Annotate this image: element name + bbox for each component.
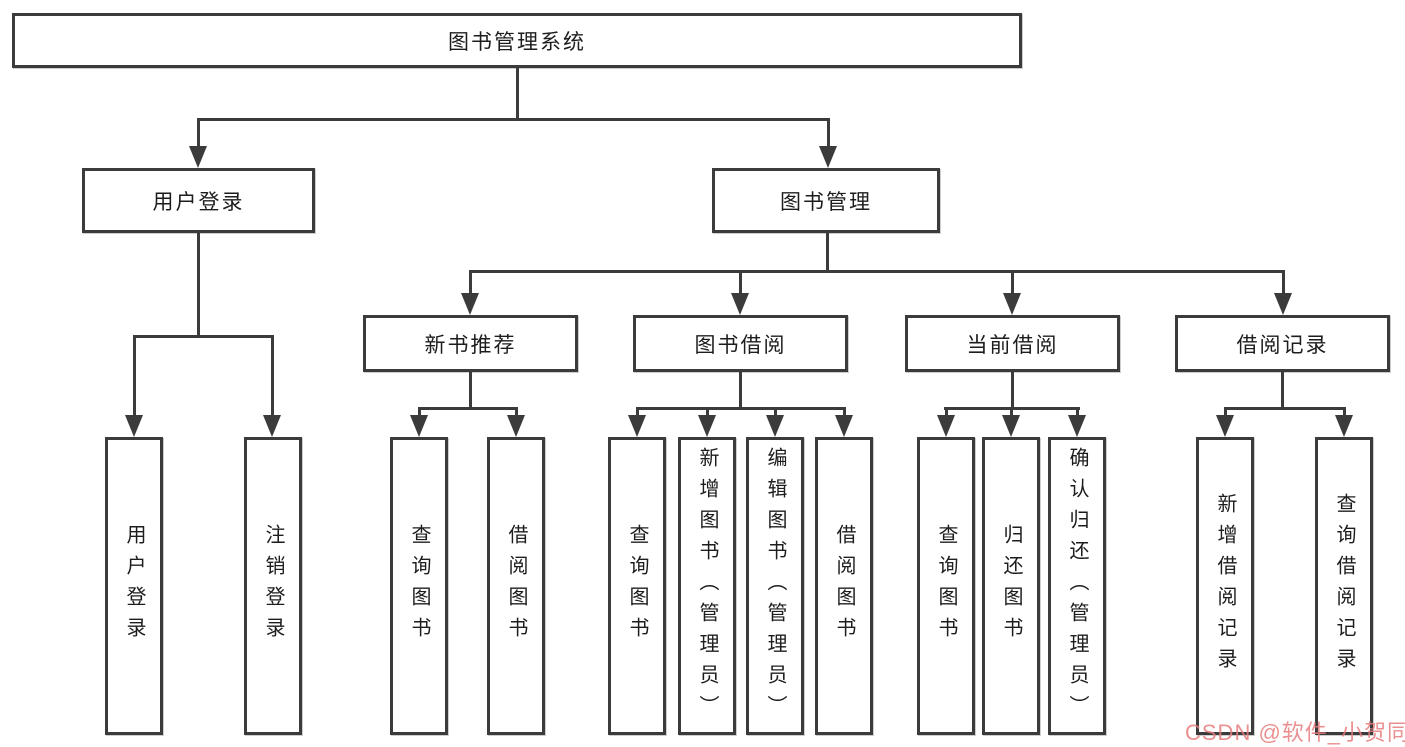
- leaf-add-books-admin: 新增图书（管理员）: [678, 437, 736, 735]
- leaf-edit-books-admin: 编辑图书（管理员）: [746, 437, 804, 735]
- connector-line: [197, 118, 830, 121]
- arrow-down-icon: [1002, 415, 1020, 437]
- leaf-borrow-books: 借阅图书: [487, 437, 545, 735]
- arrow-down-icon: [628, 415, 646, 437]
- arrow-down-icon: [1068, 415, 1086, 437]
- arrow-down-icon: [461, 293, 479, 315]
- connector-line: [636, 407, 639, 419]
- connector-line: [843, 407, 846, 419]
- node-book-borrowing: 图书借阅: [633, 315, 848, 372]
- arrow-down-icon: [835, 415, 853, 437]
- node-current-borrowing: 当前借阅: [905, 315, 1120, 372]
- connector-line: [636, 407, 846, 410]
- connector-line: [418, 407, 517, 410]
- connector-line: [1224, 407, 1345, 410]
- leaf-return-books: 归还图书: [982, 437, 1040, 735]
- arrow-down-icon: [1335, 415, 1353, 437]
- connector-line: [1076, 407, 1079, 419]
- arrow-down-icon: [698, 415, 716, 437]
- arrow-down-icon: [1003, 293, 1021, 315]
- connector-line: [469, 270, 1284, 273]
- connector-line: [1224, 407, 1227, 419]
- connector-line: [197, 233, 200, 335]
- leaf-user-login: 用户登录: [105, 437, 163, 735]
- connector-line: [945, 407, 948, 419]
- node-book-management: 图书管理: [712, 168, 940, 233]
- connector-line: [1010, 407, 1013, 419]
- connector-line: [827, 118, 830, 150]
- arrow-down-icon: [125, 415, 143, 437]
- connector-line: [133, 335, 136, 415]
- connector-line: [1282, 270, 1285, 295]
- arrow-down-icon: [1274, 293, 1292, 315]
- csdn-watermark: CSDN @软件_小贺同学: [1185, 720, 1405, 745]
- connector-line: [706, 407, 709, 419]
- connector-line: [469, 270, 472, 295]
- node-new-book-recommend: 新书推荐: [363, 315, 578, 372]
- node-library-management-system: 图书管理系统: [12, 13, 1022, 68]
- arrow-down-icon: [819, 146, 837, 168]
- connector-line: [516, 68, 519, 118]
- connector-line: [469, 372, 472, 407]
- node-borrowing-records: 借阅记录: [1175, 315, 1390, 372]
- arrow-down-icon: [507, 415, 525, 437]
- arrow-down-icon: [263, 415, 281, 437]
- leaf-query-books: 查询图书: [917, 437, 975, 735]
- connector-line: [515, 407, 518, 419]
- leaf-logout: 注销登录: [244, 437, 302, 735]
- connector-line: [739, 372, 742, 407]
- connector-line: [271, 335, 274, 415]
- connector-line: [1281, 372, 1284, 407]
- arrow-down-icon: [731, 293, 749, 315]
- leaf-query-books: 查询图书: [608, 437, 666, 735]
- connector-line: [826, 233, 829, 270]
- arrow-down-icon: [189, 146, 207, 168]
- leaf-add-borrow-record: 新增借阅记录: [1196, 437, 1254, 735]
- arrow-down-icon: [937, 415, 955, 437]
- connector-line: [197, 118, 200, 150]
- leaf-query-books: 查询图书: [390, 437, 448, 735]
- connector-line: [1011, 372, 1014, 407]
- arrow-down-icon: [1216, 415, 1234, 437]
- arrow-down-icon: [410, 415, 428, 437]
- connector-line: [1011, 270, 1014, 295]
- arrow-down-icon: [766, 415, 784, 437]
- leaf-borrow-books: 借阅图书: [815, 437, 873, 735]
- connector-line: [739, 270, 742, 295]
- connector-line: [133, 335, 274, 338]
- node-user-login: 用户登录: [82, 168, 315, 233]
- leaf-confirm-return-admin: 确认归还（管理员）: [1048, 437, 1106, 735]
- connector-line: [774, 407, 777, 419]
- connector-line: [1343, 407, 1346, 419]
- connector-line: [418, 407, 421, 419]
- leaf-query-borrow-record: 查询借阅记录: [1315, 437, 1373, 735]
